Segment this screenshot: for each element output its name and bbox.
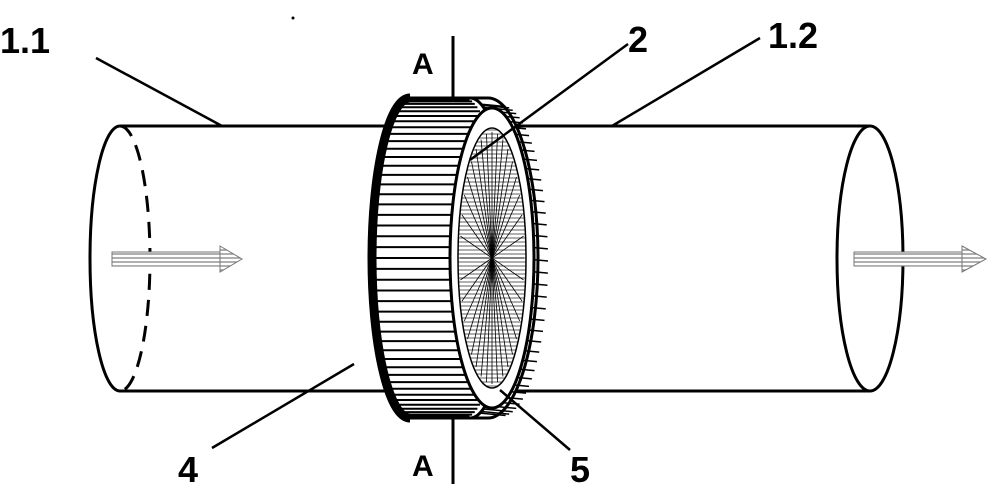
leader-1-2: [611, 36, 761, 128]
leader-4: [211, 362, 355, 450]
flow-arrow-inlet: [111, 245, 243, 273]
disc-rays: [460, 132, 524, 384]
pipe-outlet: [512, 124, 905, 393]
label-pipe-outlet: 1.2: [768, 15, 818, 56]
leader-5: [499, 389, 571, 451]
label-section-bottom: A: [412, 450, 434, 483]
label-element-4: 4: [178, 449, 198, 490]
flow-arrow-outlet: [853, 245, 988, 273]
label-element-2: 2: [628, 19, 648, 60]
leader-2: [469, 42, 629, 162]
leader-1-1: [95, 56, 223, 128]
label-element-5: 5: [570, 449, 590, 490]
label-pipe-inlet: 1.1: [0, 20, 50, 61]
coupling-ring: [367, 93, 549, 423]
label-section-top: A: [412, 48, 434, 81]
